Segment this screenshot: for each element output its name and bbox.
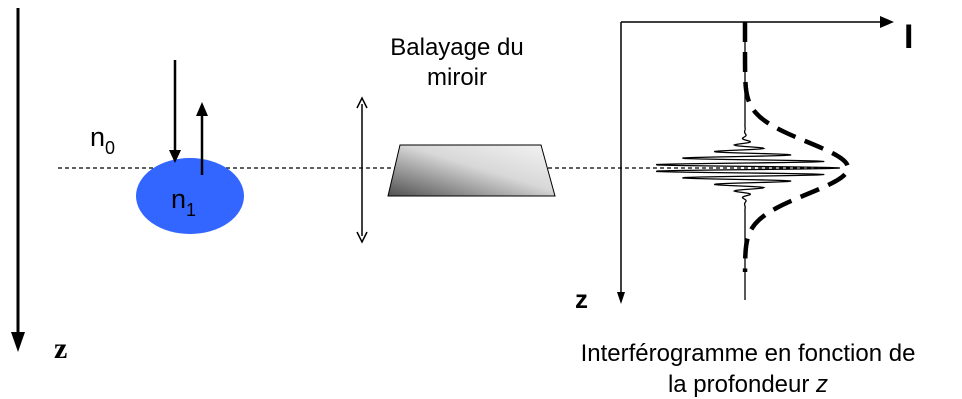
inner-index-label: n1 — [171, 184, 196, 220]
interferogram-depth-axis-label: z — [575, 284, 588, 314]
mirror-caption-line1: Balayage du — [390, 34, 523, 61]
interferogram-depth-axis — [617, 22, 625, 304]
reference-mirror — [387, 144, 556, 197]
intensity-axis-label: I — [904, 18, 913, 56]
outer-index-label: n0 — [90, 122, 115, 158]
coherence-envelope — [742, 22, 851, 273]
interferogram-caption-line1: Interférogramme en fonction de — [581, 340, 916, 367]
depth-axis — [11, 8, 25, 352]
interferogram-caption-line2: la profondeur z — [668, 371, 828, 398]
reflected-beam-arrow — [196, 102, 208, 175]
interferogram-intensity-axis — [621, 16, 894, 28]
depth-axis-label: z — [54, 332, 67, 365]
interference-fringes — [655, 30, 841, 300]
incident-beam-arrow — [169, 60, 181, 163]
mirror-caption-line2: miroir — [427, 64, 487, 91]
mirror-scan-arrow — [356, 96, 368, 244]
sample-ellipse — [136, 158, 244, 234]
